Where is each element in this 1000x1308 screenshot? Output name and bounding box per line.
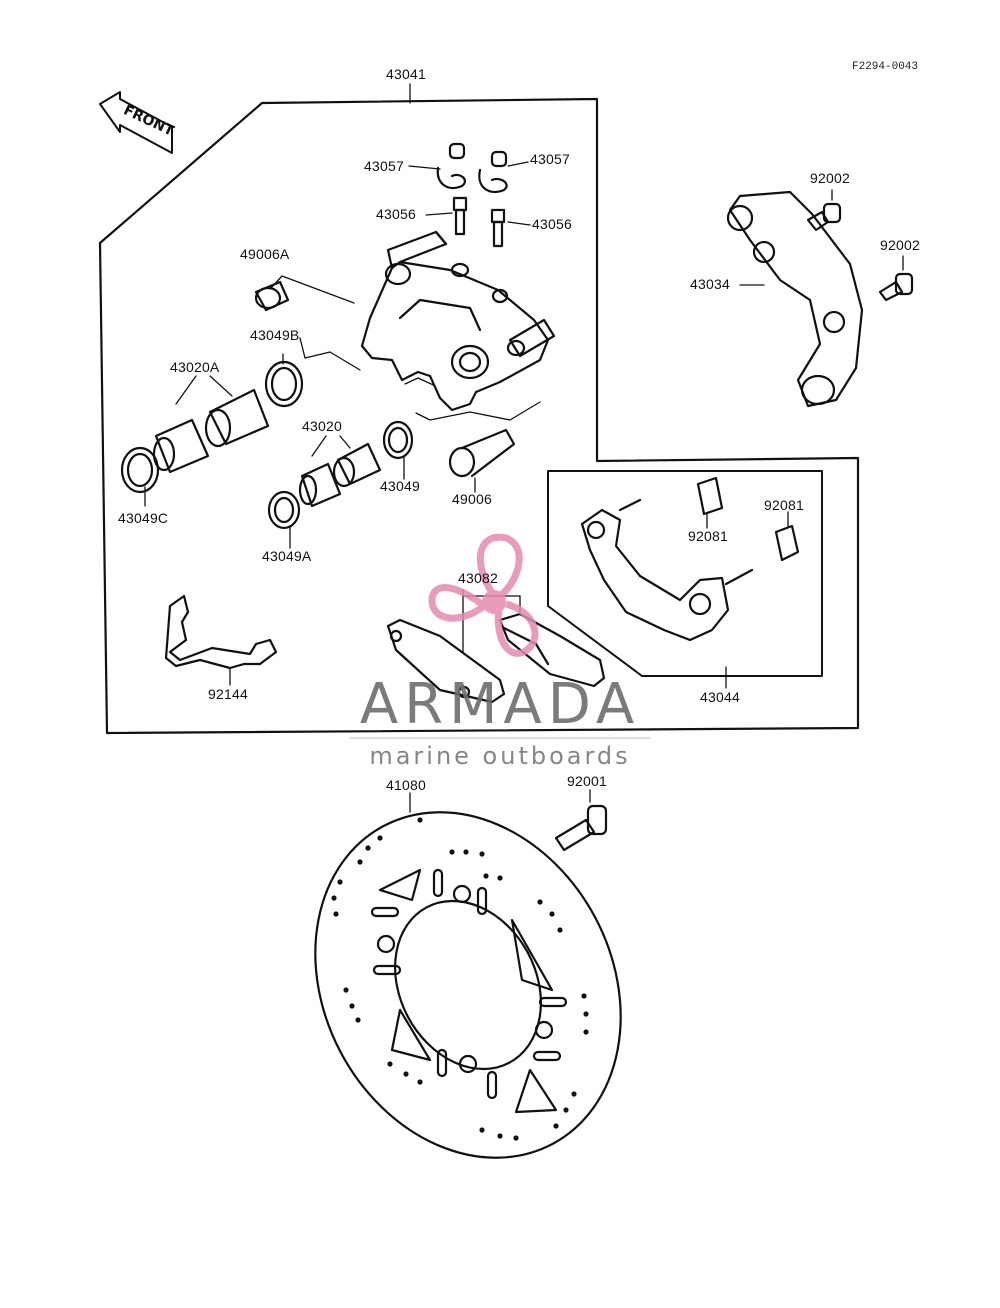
part-label-49006: 49006	[452, 491, 492, 507]
part-label-43020: 43020	[302, 418, 342, 434]
armada-logo-icon	[428, 533, 539, 657]
piston-43020-small	[298, 462, 342, 508]
brake-pad-backing	[386, 618, 506, 704]
part-label-92081-left: 92081	[688, 528, 728, 544]
boot-49006a	[254, 280, 290, 312]
piston-43020-large	[332, 442, 382, 488]
bolt-92001	[554, 804, 608, 852]
part-label-43057-right: 43057	[530, 151, 570, 167]
hose-clip-right	[478, 150, 508, 194]
disc-holes	[331, 817, 589, 1141]
part-label-43044: 43044	[700, 689, 740, 705]
part-label-43049: 43049	[380, 478, 420, 494]
clip-92081-left	[696, 476, 724, 516]
part-label-43082: 43082	[458, 570, 498, 586]
bleed-valve-right	[490, 208, 506, 248]
part-label-43056-left: 43056	[376, 206, 416, 222]
part-label-92002-top: 92002	[810, 170, 850, 186]
spring-92144	[164, 594, 278, 670]
seal-43049a	[267, 490, 301, 530]
clip-92081-right	[774, 524, 800, 562]
holder-group-outline	[547, 470, 823, 677]
front-label: FRONT	[121, 102, 177, 139]
bolt-92002-right	[878, 272, 914, 302]
caliper-group-outline	[98, 97, 860, 735]
part-label-49006a: 49006A	[240, 246, 290, 262]
bolt-92002-top	[806, 202, 842, 232]
part-label-43041: 43041	[386, 66, 426, 82]
brake-disc-41080	[314, 811, 622, 1159]
part-label-92002-right: 92002	[880, 237, 920, 253]
part-label-43049c: 43049C	[118, 510, 169, 526]
front-arrow	[99, 91, 173, 154]
part-label-41080: 41080	[386, 777, 426, 793]
part-label-92001: 92001	[567, 773, 607, 789]
seal-43049b	[264, 360, 304, 408]
caliper-body	[360, 230, 556, 412]
diagram-code: F2294-0043	[852, 61, 919, 73]
part-label-43056-right: 43056	[532, 216, 572, 232]
bleed-valve-left	[452, 196, 468, 236]
part-label-43049b: 43049B	[250, 327, 300, 343]
watermark-subtitle: marine outboards	[369, 742, 631, 770]
part-label-43020a: 43020A	[170, 359, 220, 375]
part-label-43034: 43034	[690, 276, 730, 292]
pad-holder-43044	[580, 498, 754, 642]
seal-43049c	[120, 446, 160, 494]
piston-43020a-small	[152, 418, 210, 474]
part-label-92081-right: 92081	[764, 497, 804, 513]
hose-clip-left	[436, 142, 467, 190]
caliper-bracket-43034	[726, 190, 864, 408]
piston-43020a-large	[204, 388, 270, 448]
pin-49006	[448, 428, 516, 478]
watermark-title: ARMADA	[359, 672, 641, 737]
seal-43049	[382, 420, 414, 460]
part-label-43049a: 43049A	[262, 548, 312, 564]
part-label-43057-left: 43057	[364, 158, 404, 174]
part-label-92144: 92144	[208, 686, 248, 702]
